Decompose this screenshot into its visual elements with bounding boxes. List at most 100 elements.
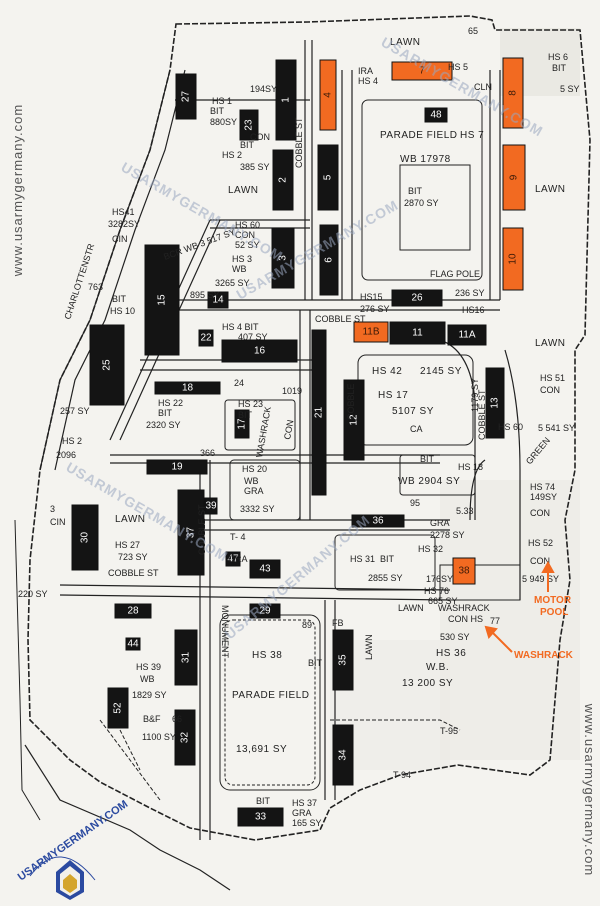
label-hs1: HS 1 [212,96,232,106]
label-95: 95 [410,498,420,508]
label-hs51: HS 51 [540,373,565,383]
label-wb-39: WB [140,674,155,684]
label-bit-2870: BIT [408,186,423,196]
label-washrack-38: WASHRACK [438,603,490,613]
perimeter-fence [14,15,591,891]
building-52 [107,687,129,729]
label-bit-38: BIT [308,658,323,668]
label-cobble-st-37: COBBLE ST [197,504,207,555]
label-sy-13691: 13,691 SY [236,744,287,755]
label-hs6-bit: BIT [552,63,567,73]
label-sy-52: 52 SY [235,240,260,250]
building-23 [239,109,259,141]
label-con-hs: CON HS [448,614,483,624]
label-parade-field-low: PARADE FIELD [232,690,310,701]
building-10 [502,227,524,291]
label-sy-723: 723 SY [118,552,148,562]
building-14 [207,291,229,309]
building-11b [353,321,389,343]
label-gra-33: 5.33 [456,506,474,516]
label-sy-2145: 2145 SY [420,366,462,377]
building-29 [249,603,281,619]
building-11a [447,324,487,346]
label-motor-pool-2: POOL [540,607,568,618]
label-hs74: HS 74 [530,482,555,492]
building-11-number: 11 [412,328,423,339]
building-19-number: 19 [171,462,183,473]
building-43 [249,559,281,579]
building-26-number: 26 [411,293,423,304]
label-hs18: HS 18 [458,462,483,472]
building-47-number: 47 [227,554,239,565]
label-hs4-ira: IRA [358,66,373,76]
label-sy-880: 880SY [210,117,237,127]
label-wb-20: WB [244,476,259,486]
label-89: 89 [302,620,312,630]
label-bit-31: BIT [380,554,395,564]
building-37 [177,489,205,576]
label-hs7: HS 7 [460,130,484,141]
building-4 [319,59,337,131]
label-sy-2320: 2320 SY [146,420,181,430]
label-sy-236: 236 SY [455,288,485,298]
label-24: 24 [234,378,244,388]
building-6-number: 6 [324,257,335,263]
label-sy-13200: 13 200 SY [402,678,453,689]
building-4-number: 4 [323,92,334,98]
label-bf: B&F [143,714,161,724]
building-11a-number: 11A [458,330,475,341]
building-44 [125,637,141,651]
label-bit-22: BIT [158,408,173,418]
building-29-number: 29 [259,606,271,617]
building-6 [319,224,339,296]
washrack-arrowhead [484,625,498,640]
label-hs60b: HS 60 [498,422,523,432]
upper-parade-field-outline [361,99,483,281]
hs31-area-outline [334,534,436,591]
building-19 [146,459,208,475]
label-gra-t4: T- 4 [230,532,246,542]
building-8 [502,57,524,129]
lower-parade-field-inner [224,619,316,786]
building-22 [198,329,214,347]
label-hs5: HS 5 [448,62,468,72]
building-5 [317,144,339,211]
label-washrack-orange: WASHRACK [514,650,574,661]
label-cobble-st-1: COBBLE ST [294,117,304,168]
building-21 [311,329,327,496]
label-hs52: HS 52 [528,538,553,548]
building-7 [391,61,453,81]
building-39-number: 39 [205,501,217,512]
label-sy-5949: 5 949 SY [522,574,559,584]
label-con-52b: CON [530,556,550,566]
building-36 [351,514,405,528]
label-sy-2855: 2855 SY [368,573,403,583]
logo-arc [29,856,96,881]
label-hs2b: HS 2 [62,436,82,446]
building-15 [144,244,180,356]
building-13-number: 13 [490,397,501,409]
building-2 [272,149,294,211]
label-flag-pole: FLAG POLE [430,269,480,279]
building-1 [275,59,297,141]
label-con-23: CON [282,419,295,440]
building-18 [154,381,221,395]
building-39 [204,497,218,515]
label-hs36: HS 36 [436,648,466,659]
label-hs27: HS 27 [115,540,140,550]
building-12-number: 12 [349,414,360,426]
label-hs37: HS 37 [292,798,317,808]
label-hs31: HS 31 [350,554,375,564]
label-sy-530: 530 SY [440,632,470,642]
building-14-number: 14 [212,295,224,306]
building-13 [485,367,505,439]
label-sy-2278: 2278 SY [430,530,465,540]
label-bit-33: BIT [256,796,271,806]
building-7-number: 7 [419,66,425,77]
building-17-number: 17 [237,418,248,430]
label-sy-165: 165 SY [292,818,322,828]
label-hs76: HS 76 [424,586,449,596]
building-21-number: 21 [314,407,325,419]
label-motor-pool-1: MOTOR [534,595,572,606]
